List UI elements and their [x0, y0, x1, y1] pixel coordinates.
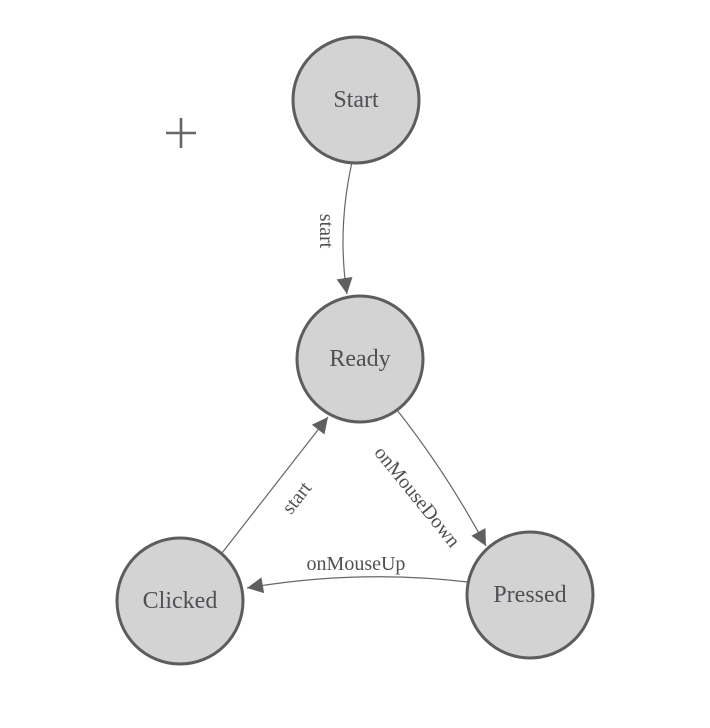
- state-node-clicked[interactable]: Clicked: [115, 536, 245, 666]
- state-node-pressed[interactable]: Pressed: [465, 530, 595, 660]
- origin-cross-icon: [166, 118, 196, 148]
- transition-path-clicked-ready[interactable]: [221, 416, 329, 554]
- transition-edge-pressed-clicked[interactable]: onMouseUp: [246, 553, 469, 594]
- transition-label-pressed-clicked: onMouseUp: [307, 553, 406, 575]
- transition-path-ready-pressed[interactable]: [396, 409, 487, 547]
- state-circle-ready[interactable]: [295, 294, 425, 424]
- state-circle-pressed[interactable]: [465, 530, 595, 660]
- state-circle-start[interactable]: [291, 35, 421, 165]
- state-node-start[interactable]: Start: [291, 35, 421, 165]
- state-node-ready[interactable]: Ready: [295, 294, 425, 424]
- transition-edge-start-ready[interactable]: start: [315, 161, 353, 295]
- state-circle-clicked[interactable]: [115, 536, 245, 666]
- transition-path-pressed-clicked[interactable]: [246, 576, 469, 594]
- transition-edge-ready-pressed[interactable]: onMouseDown: [370, 409, 487, 552]
- transition-label-start-ready: start: [315, 214, 337, 249]
- transition-edge-clicked-ready[interactable]: start: [221, 416, 329, 554]
- transition-label-ready-pressed: onMouseDown: [370, 442, 465, 552]
- transition-label-clicked-ready: start: [278, 477, 317, 518]
- transition-path-start-ready[interactable]: [336, 161, 353, 295]
